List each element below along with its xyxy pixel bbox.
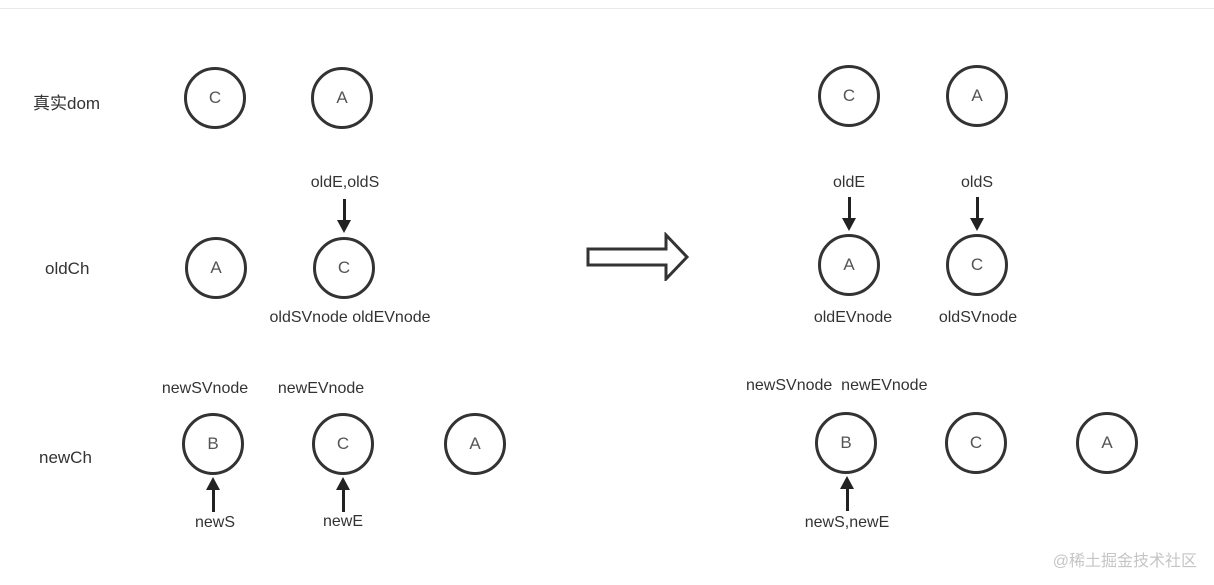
node-left-real-c: C bbox=[184, 67, 246, 129]
node-left-old-a: A bbox=[185, 237, 247, 299]
pointer-label-olde-olds: oldE,oldS bbox=[310, 174, 380, 191]
node-right-new-c: C bbox=[945, 412, 1007, 474]
pointer-label-newe: newE bbox=[322, 513, 364, 530]
node-left-new-a: A bbox=[444, 413, 506, 475]
label-newsvnode-newevnode: newSVnode newEVnode bbox=[746, 377, 928, 394]
top-divider-line bbox=[0, 8, 1214, 9]
node-right-real-c: C bbox=[818, 65, 880, 127]
row-label-newch: newCh bbox=[39, 448, 92, 467]
pointer-label-olde: oldE bbox=[832, 174, 866, 191]
pointer-label-olds: oldS bbox=[960, 174, 994, 191]
label-oldevnode: oldEVnode bbox=[813, 309, 893, 326]
node-left-new-c: C bbox=[312, 413, 374, 475]
pointer-label-news-newe: newS,newE bbox=[804, 514, 890, 531]
node-left-new-b: B bbox=[182, 413, 244, 475]
node-right-old-c: C bbox=[946, 234, 1008, 296]
label-newsvnode: newSVnode bbox=[161, 380, 249, 397]
transform-arrow-icon bbox=[586, 232, 690, 281]
row-label-oldch: oldCh bbox=[45, 259, 90, 278]
arrow-up-icon bbox=[840, 476, 854, 511]
arrow-up-icon bbox=[336, 477, 350, 512]
arrow-down-icon bbox=[970, 197, 984, 231]
node-left-old-c: C bbox=[313, 237, 375, 299]
node-right-new-b: B bbox=[815, 412, 877, 474]
pointer-label-news: newS bbox=[194, 514, 236, 531]
arrow-down-icon bbox=[337, 199, 351, 233]
node-right-real-a: A bbox=[946, 65, 1008, 127]
arrow-down-icon bbox=[842, 197, 856, 231]
node-left-real-a: A bbox=[311, 67, 373, 129]
node-right-new-a: A bbox=[1076, 412, 1138, 474]
label-newevnode: newEVnode bbox=[277, 380, 365, 397]
node-right-old-a: A bbox=[818, 234, 880, 296]
watermark: @稀土掘金技术社区 bbox=[1052, 553, 1197, 570]
arrow-up-icon bbox=[206, 477, 220, 512]
label-oldsvnode-oldevnode: oldSVnode oldEVnode bbox=[269, 309, 431, 326]
label-oldsvnode: oldSVnode bbox=[938, 309, 1018, 326]
row-label-real-dom: 真实dom bbox=[33, 94, 101, 113]
